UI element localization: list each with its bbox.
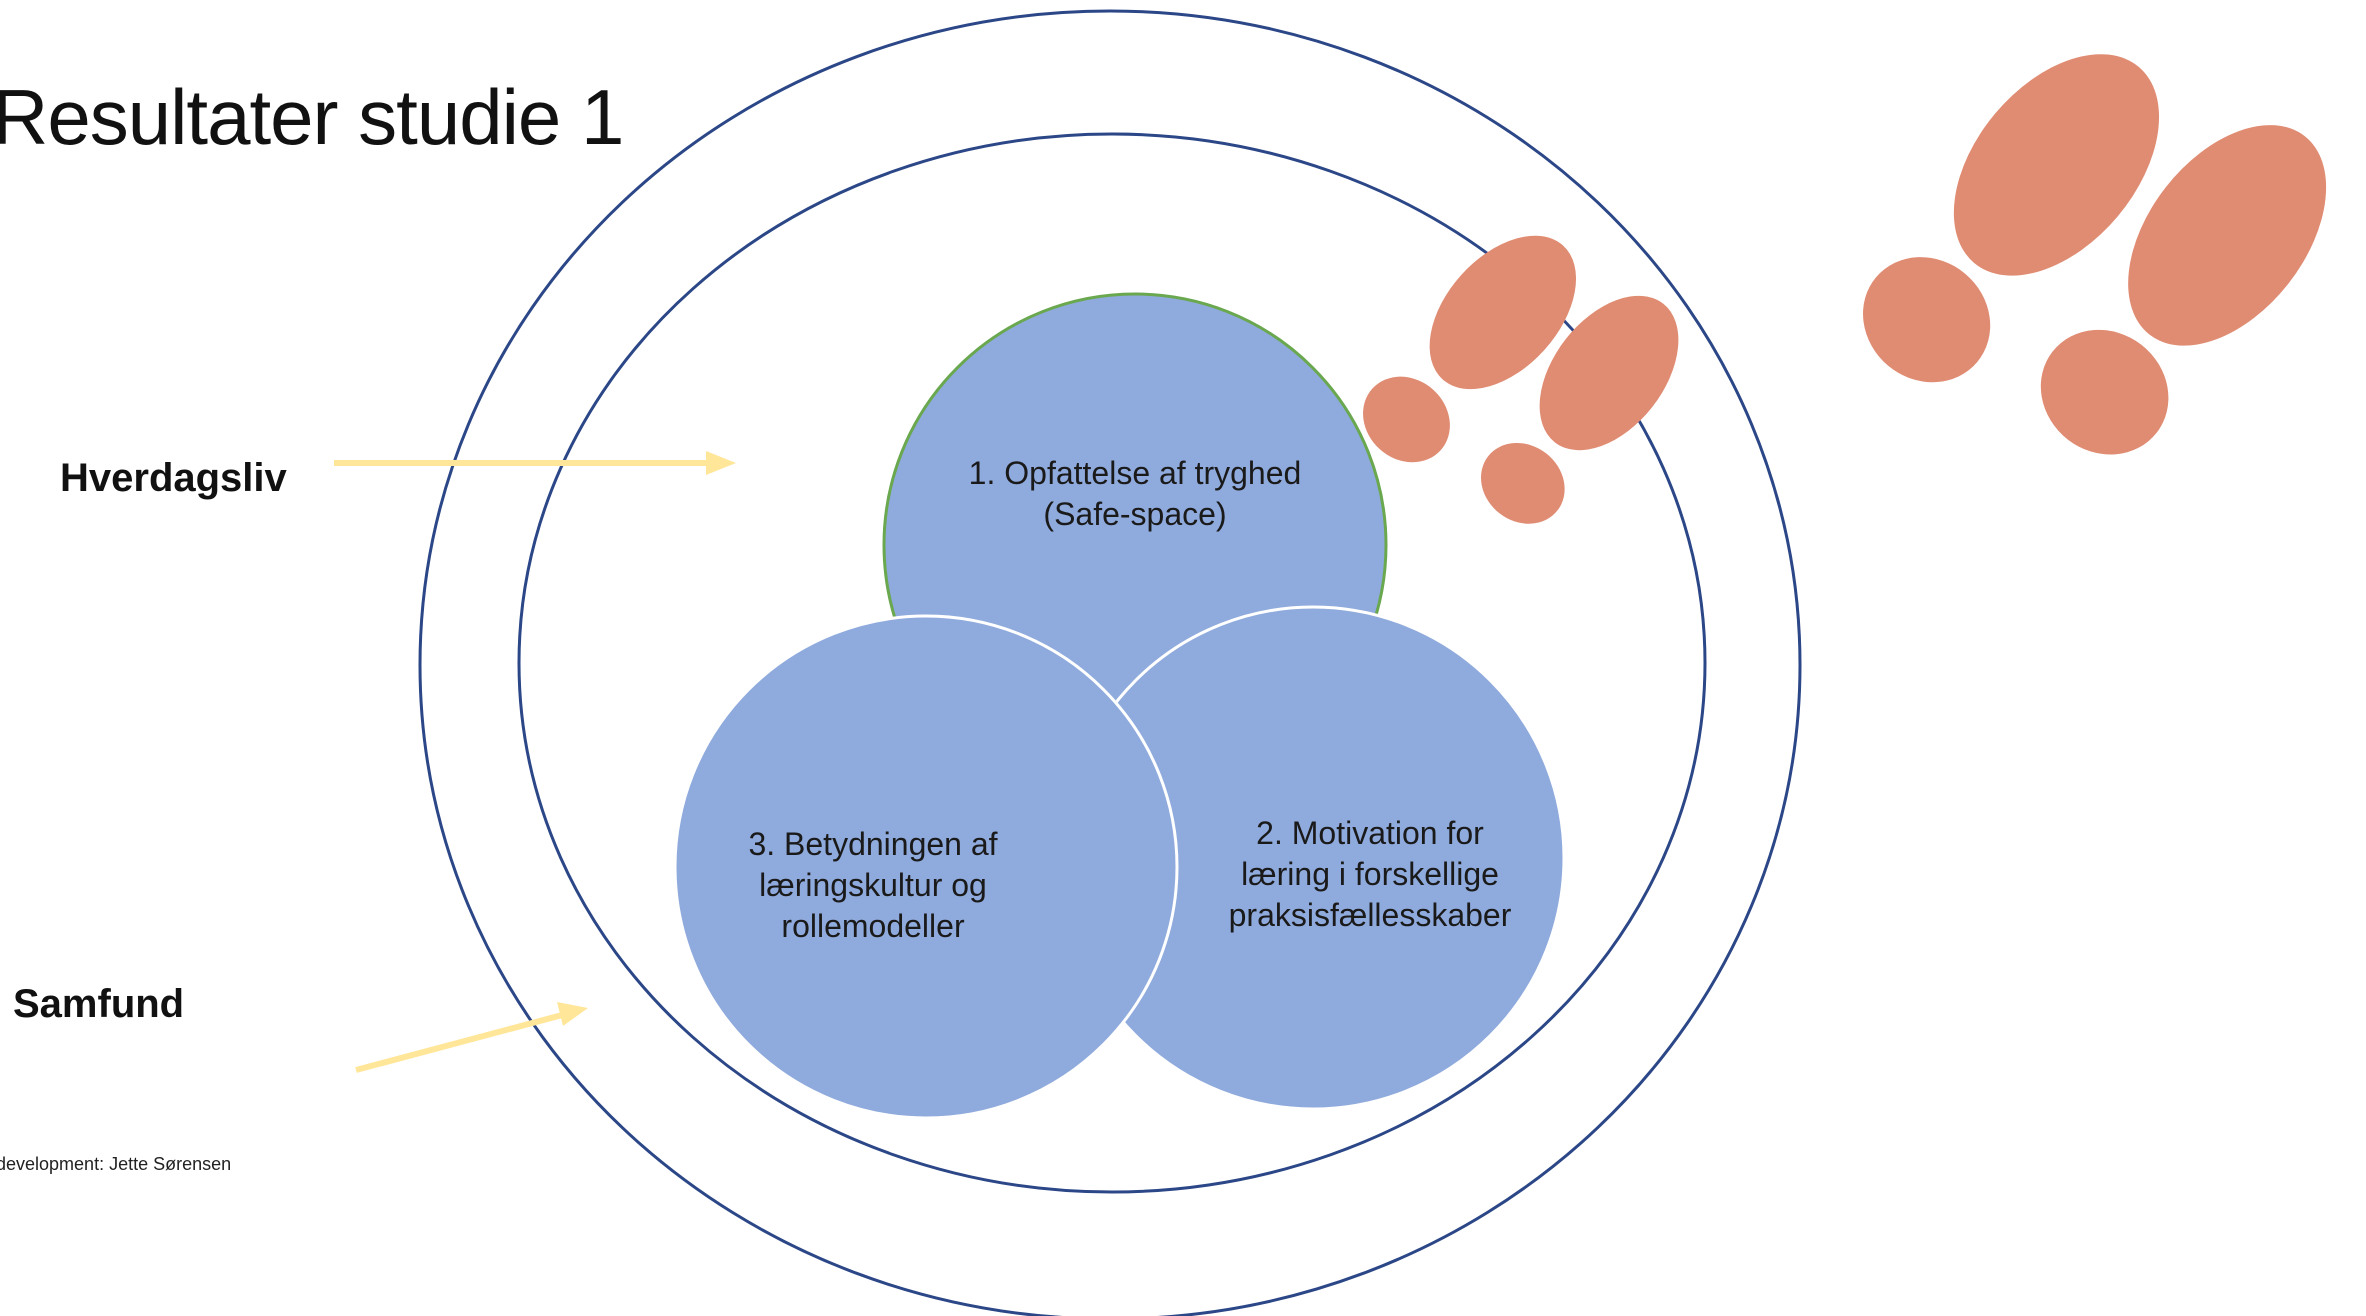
theme-label-line: læring i forskellige	[1241, 856, 1499, 892]
theme-label-line: læringskultur og	[759, 867, 987, 903]
theme-circle-learning-culture	[673, 614, 1179, 1120]
inner-ring-hverdagsliv	[517, 132, 1707, 1194]
arrow-icon-hverdagsliv	[334, 451, 736, 475]
theme-label-line: 1. Opfattelse af tryghed	[968, 455, 1302, 491]
theme-label-line: rollemodeller	[781, 908, 965, 944]
theme-label-safety: 1. Opfattelse af tryghed (Safe-space)	[905, 453, 1365, 535]
theme-label-motivation: 2. Motivation for læring i forskellige p…	[1170, 813, 1570, 936]
theme-label-line: 2. Motivation for	[1256, 815, 1484, 851]
theme-label-learning-culture: 3. Betydningen af læringskultur og rolle…	[668, 824, 1078, 947]
page-title: Resultater studie 1	[0, 73, 624, 161]
footprints-icon	[1363, 54, 2327, 524]
arrow-icon-samfund	[355, 1002, 588, 1073]
credit-text: development: Jette Sørensen	[0, 1154, 232, 1174]
label-samfund: Samfund	[13, 982, 185, 1026]
theme-label-line: 3. Betydningen af	[748, 826, 998, 862]
theme-label-line: praksisfællesskaber	[1228, 897, 1512, 933]
theme-label-line: (Safe-space)	[1043, 496, 1227, 532]
label-hverdagsliv: Hverdagsliv	[60, 456, 287, 500]
outer-ring-samfund	[418, 9, 1802, 1316]
